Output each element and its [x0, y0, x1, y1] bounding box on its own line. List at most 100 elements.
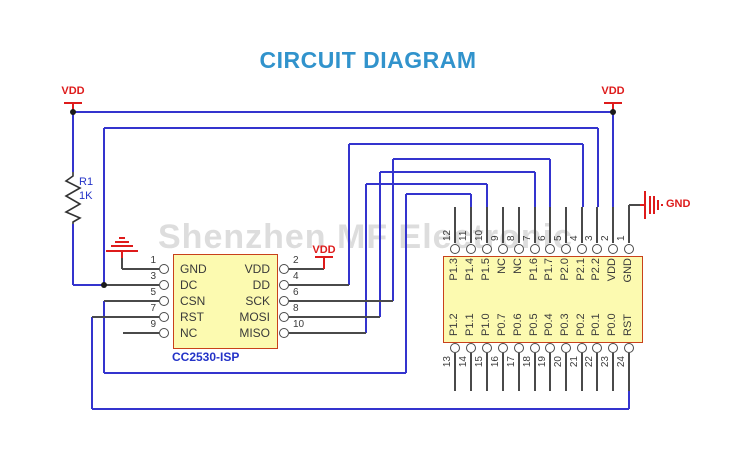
junction-dot: [610, 109, 616, 115]
pin-stub: [92, 316, 159, 318]
pin-number-18: 18: [522, 356, 533, 368]
pin-circle: [278, 263, 289, 274]
target-connector-body: [443, 256, 643, 343]
pin-label-p0.6: P0.6: [512, 313, 524, 336]
pin-number-13: 13: [442, 356, 453, 368]
power-symbol-bar: [649, 196, 651, 214]
pin-stub: [123, 332, 159, 334]
pin-number-3: 3: [150, 271, 156, 282]
net-wire: [348, 144, 350, 285]
pin-stub: [470, 207, 472, 243]
pin-circle: [513, 243, 524, 254]
pin-stub: [289, 332, 366, 334]
pin-stub: [596, 353, 598, 391]
pin-label-p1.7: P1.7: [543, 258, 555, 281]
pin-number-8: 8: [293, 303, 299, 314]
power-symbol-bar: [119, 237, 125, 239]
pin-stub: [502, 353, 504, 391]
pin-stub: [534, 207, 536, 243]
pin-circle: [544, 243, 555, 254]
pin-stub: [289, 284, 349, 286]
pin-number-6: 6: [293, 287, 299, 298]
pin-label-p0.4: P0.4: [543, 313, 555, 336]
pin-stub: [121, 258, 123, 269]
pin-label-gnd: GND: [622, 258, 634, 283]
pin-stub: [470, 353, 472, 391]
net-wire: [380, 171, 535, 173]
pin-label-p0.1: P0.1: [590, 313, 602, 336]
pin-number-8: 8: [506, 235, 517, 241]
net-wire: [72, 224, 74, 285]
pin-stub: [565, 207, 567, 243]
pin-number-4: 4: [293, 271, 299, 282]
net-wire: [73, 111, 613, 113]
pin-circle: [465, 243, 476, 254]
pin-stub: [581, 353, 583, 391]
power-symbol-bar: [657, 200, 659, 210]
pin-stub: [628, 353, 630, 391]
net-wire: [470, 194, 472, 207]
pin-stub: [289, 316, 380, 318]
resistor-r1-symbol: [64, 172, 82, 225]
pin-circle: [158, 327, 169, 338]
pin-circle: [158, 263, 169, 274]
net-wire: [534, 172, 536, 207]
net-wire: [486, 184, 488, 207]
power-symbol-bar: [323, 257, 325, 269]
programmer-name: CC2530-ISP: [172, 350, 240, 364]
pin-circle: [591, 243, 602, 254]
pin-stub: [549, 353, 551, 391]
net-wire: [91, 317, 93, 409]
net-wire: [393, 158, 550, 160]
pin-label-p2.0: P2.0: [559, 258, 571, 281]
pin-number-2: 2: [600, 235, 611, 241]
pin-stub: [502, 207, 504, 243]
pin-number-7: 7: [522, 235, 533, 241]
net-wire: [103, 301, 105, 373]
pin-label-p0.0: P0.0: [606, 313, 618, 336]
junction-dot: [101, 282, 107, 288]
pin-label-csn: CSN: [180, 294, 206, 308]
net-wire: [349, 143, 583, 145]
pin-circle: [278, 279, 289, 290]
pin-label-p0.2: P0.2: [575, 313, 587, 336]
pin-label-p1.2: P1.2: [448, 313, 460, 336]
pin-circle: [465, 342, 476, 353]
pin-number-19: 19: [537, 356, 548, 368]
power-symbol-bar: [644, 191, 646, 219]
pin-stub: [596, 207, 598, 243]
net-wire: [549, 159, 551, 207]
pin-number-4: 4: [569, 235, 580, 241]
pin-circle: [278, 327, 289, 338]
net-wire: [392, 159, 394, 301]
pin-number-6: 6: [537, 235, 548, 241]
pin-number-2: 2: [293, 255, 299, 266]
power-symbol-bar: [653, 196, 655, 214]
vdd-label-mid: VDD: [312, 244, 336, 256]
net-wire: [103, 128, 105, 285]
gnd-label-right: GND: [666, 198, 691, 210]
pin-label-p0.5: P0.5: [528, 313, 540, 336]
pin-number-10: 10: [474, 229, 485, 241]
power-symbol-bar: [661, 204, 663, 206]
pin-number-5: 5: [553, 235, 564, 241]
net-wire: [104, 372, 406, 374]
pin-number-23: 23: [600, 356, 611, 368]
pin-number-5: 5: [150, 287, 156, 298]
pin-label-dd: DD: [252, 278, 270, 292]
pin-circle: [560, 342, 571, 353]
pin-number-3: 3: [584, 235, 595, 241]
net-wire: [92, 408, 629, 410]
pin-stub: [534, 353, 536, 391]
pin-number-9: 9: [150, 319, 156, 330]
power-symbol-bar: [115, 241, 129, 243]
pin-circle: [544, 342, 555, 353]
pin-stub: [454, 207, 456, 243]
pin-circle: [158, 311, 169, 322]
pin-circle: [278, 311, 289, 322]
pin-number-22: 22: [584, 356, 595, 368]
pin-number-7: 7: [150, 303, 156, 314]
pin-label-p1.3: P1.3: [448, 258, 460, 281]
pin-label-rst: RST: [180, 310, 204, 324]
net-wire: [406, 193, 471, 195]
